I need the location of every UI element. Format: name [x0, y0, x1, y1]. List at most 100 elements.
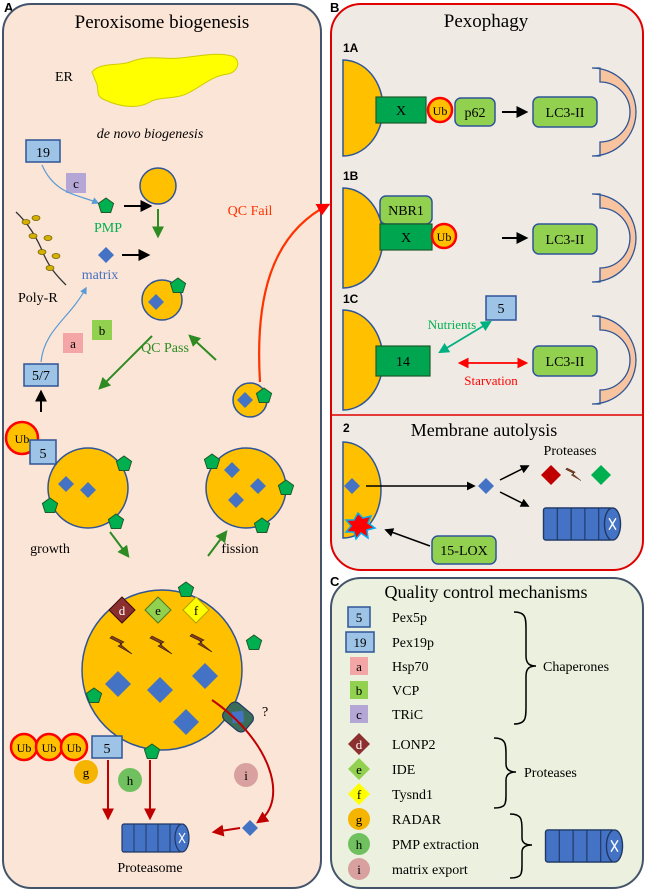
qc-pass-arrow	[98, 335, 153, 390]
legend-symbol-pmp-extraction	[348, 833, 370, 855]
damaged-peroxisome	[81, 589, 243, 751]
legend-sym-6: e	[356, 762, 362, 777]
panel-b-letter: B	[330, 0, 339, 15]
er-shape	[91, 53, 239, 107]
ub-1a	[426, 96, 454, 124]
legend-label-8: RADAR	[392, 813, 442, 828]
legend-symbol-lonp2	[348, 733, 370, 755]
protease-d-icon	[541, 465, 561, 485]
panel-a-title: Peroxisome biogenesis	[75, 12, 250, 33]
nutrients-label: Nutrients	[428, 317, 476, 332]
pex5-1c-text: 5	[498, 302, 505, 317]
matrix-export-text: i	[244, 768, 248, 783]
chaperones-label: Chaperones	[543, 660, 609, 675]
chaperones-brace	[513, 611, 537, 725]
legend-sym-2: a	[356, 659, 362, 674]
legend-sym-7: f	[357, 787, 362, 802]
legend-sym-0: 5	[356, 610, 363, 625]
p62-text: p62	[465, 106, 486, 121]
legend-sym-1: 19	[354, 635, 367, 650]
panel-a: A Peroxisome biogenesis ER de novo bioge…	[2, 0, 331, 889]
p62-box	[454, 97, 496, 127]
pex5-growth-text: 5	[40, 447, 47, 462]
matrix-export-marker	[234, 763, 258, 787]
legend-label-1: Pex19p	[392, 636, 434, 651]
proteases-label: Proteases	[544, 444, 597, 459]
ub-chain-3	[59, 732, 89, 762]
legend-label-6: IDE	[392, 763, 415, 778]
matrix-export-arrow	[211, 699, 275, 824]
lc3-1b	[532, 223, 598, 255]
pex57-to-matrix-arrow	[40, 286, 87, 363]
qc-fail-arrow	[258, 203, 331, 383]
radar-marker	[74, 760, 98, 784]
tysnd1-marker	[182, 596, 210, 624]
membrane-rupture	[344, 511, 377, 541]
autophagosome-1a	[591, 67, 637, 157]
nbr1-text: NBR1	[388, 204, 424, 219]
unknown-mark: ?	[262, 705, 268, 720]
legend-sym-5: d	[356, 737, 363, 752]
lox-text: 15-LOX	[440, 544, 487, 559]
panel-c: C Quality control mechanisms 5 Pex5p 19 …	[330, 574, 644, 889]
proteasome-icon	[121, 823, 190, 853]
legend-symbol-matrix-export	[348, 858, 370, 880]
qc-fail-label: QC Fail	[228, 204, 273, 219]
legend-sym-3: b	[356, 683, 363, 698]
x-1a-text: X	[396, 104, 406, 119]
legend-symbol-radar	[348, 808, 370, 830]
autophagosome-1b	[591, 193, 637, 283]
preperoxisome	[139, 167, 177, 205]
legend-symbol-pex19	[345, 631, 375, 653]
lc3-1a	[532, 96, 598, 128]
legend-symbol-tysnd1	[348, 783, 370, 805]
lox-arrow	[384, 528, 431, 547]
growth-arrow	[109, 531, 130, 558]
to-proteases-arrow	[499, 465, 530, 481]
legend-label-9: PMP extraction	[392, 838, 479, 853]
matrix-label: matrix	[82, 268, 119, 283]
legend-symbol-ide	[348, 758, 370, 780]
vcp-text: b	[99, 323, 106, 338]
pex19-box	[25, 139, 61, 163]
lox-box	[431, 535, 497, 565]
lc3-1a-text: LC3-II	[546, 106, 585, 121]
pex19-text: 19	[36, 146, 50, 161]
proteasome-legend-icon	[544, 829, 624, 863]
legend-symbol-hsp70	[350, 657, 368, 675]
ub-chain-1-text: Ub	[17, 741, 32, 755]
lc3-1c	[532, 345, 598, 377]
panel-b: B Pexophagy 1A X Ub p62 LC3-II 1B NBR1 X…	[330, 0, 644, 571]
ub-1b-text: Ub	[437, 230, 452, 244]
ub-chain-3-text: Ub	[67, 741, 82, 755]
legend-label-3: VCP	[392, 684, 419, 699]
proteases-legend-label: Proteases	[524, 766, 577, 781]
membrane-autolysis-title: Membrane autolysis	[411, 420, 557, 440]
poly-r-beads	[21, 215, 61, 271]
fission-arrow	[207, 530, 228, 557]
pex19-to-pmp-arrow	[41, 164, 100, 204]
legend-symbol-tric	[350, 705, 368, 723]
label-1b: 1B	[343, 169, 359, 183]
label-2: 2	[343, 421, 350, 435]
tysnd1-text: f	[194, 603, 199, 618]
proteasome-2-icon	[542, 507, 622, 541]
label-1a: 1A	[343, 41, 359, 55]
de-novo-label: de novo biogenesis	[97, 127, 204, 142]
export-channel	[222, 701, 254, 733]
qc-pass-label: QC Pass	[141, 341, 189, 356]
panel-c-title: Quality control mechanisms	[385, 582, 588, 602]
legend-label-10: matrix export	[392, 863, 468, 878]
pex5-growth-box	[29, 439, 57, 465]
hsp70-text: a	[70, 336, 76, 351]
legend-symbol-vcp	[350, 681, 368, 699]
panel-b-title: Pexophagy	[444, 11, 529, 32]
ub-1a-text: Ub	[433, 104, 448, 118]
pmp-extraction-text: h	[127, 773, 134, 788]
autophagosome-1c	[591, 315, 637, 405]
matrix-to-proteasome-arrow	[211, 824, 241, 837]
legend-sym-8: g	[356, 812, 363, 827]
lc3-1b-text: LC3-II	[546, 233, 585, 248]
tric-text: c	[73, 176, 79, 191]
